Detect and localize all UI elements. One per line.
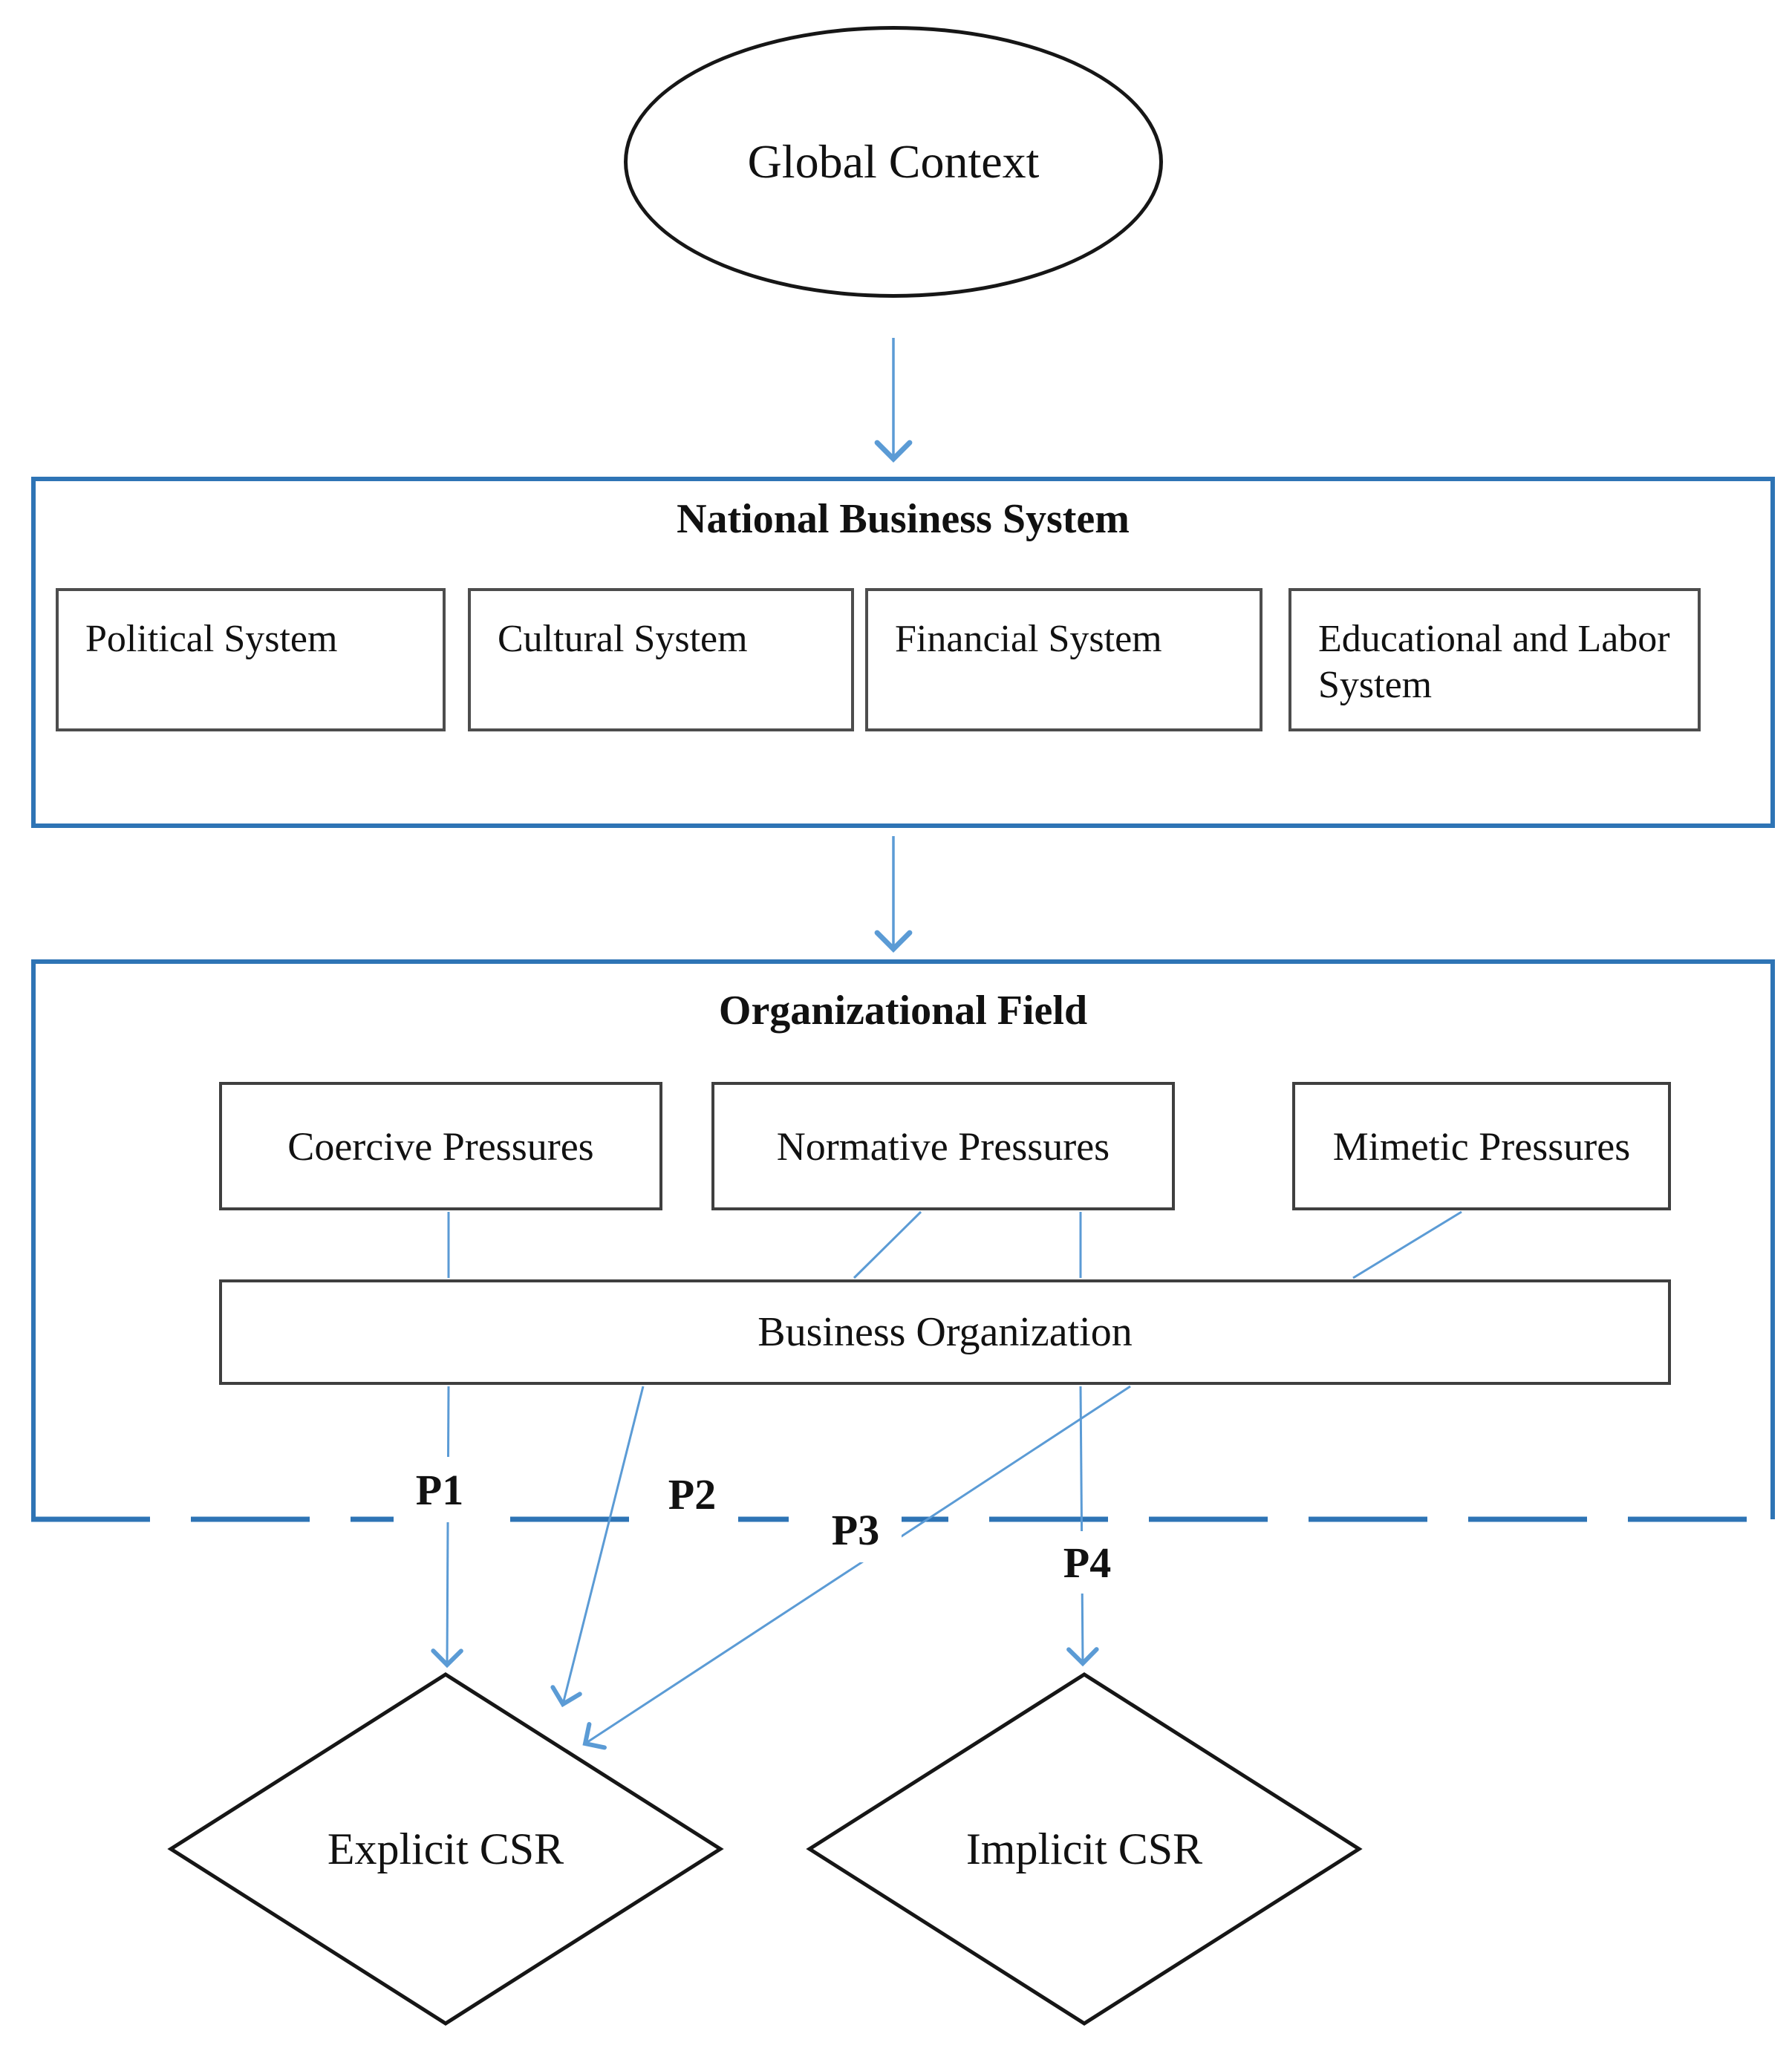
mimetic-pressures-box: Mimetic Pressures (1292, 1082, 1671, 1210)
connector-mimetic-to-business-org (1352, 1210, 1462, 1279)
arrow-p1-to-explicit-csr (431, 1386, 463, 1669)
global-context-node: Global Context (624, 26, 1163, 298)
global-context-label: Global Context (747, 135, 1040, 188)
political-system-box: Political System (56, 588, 446, 731)
explicit-csr-diamond-shape (167, 1672, 724, 2026)
proposition-p2-label: P2 (646, 1461, 738, 1527)
arrow-p4-to-implicit-csr (1066, 1386, 1099, 1667)
financial-system-box: Financial System (865, 588, 1262, 731)
organizational-field-title: Organizational Field (718, 988, 1088, 1034)
cultural-system-label: Cultural System (498, 618, 748, 660)
coercive-pressures-label: Coercive Pressures (287, 1123, 594, 1169)
explicit-csr-label: Explicit CSR (327, 1824, 564, 1873)
proposition-p3-label: P3 (809, 1497, 902, 1562)
implicit-csr-label: Implicit CSR (965, 1824, 1203, 1873)
national-business-system-container (31, 477, 1775, 828)
financial-system-label: Financial System (895, 618, 1162, 660)
mimetic-pressures-label: Mimetic Pressures (1332, 1123, 1631, 1169)
normative-pressures-label: Normative Pressures (776, 1123, 1110, 1169)
organizational-field-container (31, 959, 1775, 1519)
normative-pressures-box: Normative Pressures (711, 1082, 1175, 1210)
implicit-csr-diamond-shape (806, 1672, 1363, 2026)
business-organization-label: Business Organization (757, 1309, 1133, 1355)
educational-labor-system-label: Educational and Labor System (1318, 618, 1670, 706)
nbs-title: National Business System (677, 496, 1130, 542)
connector-normative-to-business-org-diagonal (853, 1210, 922, 1279)
political-system-label: Political System (85, 618, 338, 660)
arrow-p2-to-explicit-csr (550, 1386, 645, 1708)
proposition-p4-label: P4 (1041, 1531, 1133, 1594)
proposition-p1-label: P1 (394, 1457, 486, 1522)
educational-labor-system-box: Educational and Labor System (1288, 588, 1701, 731)
business-organization-box: Business Organization (219, 1279, 1671, 1385)
arrow-p3-to-explicit-csr (582, 1385, 1131, 1750)
cultural-system-box: Cultural System (468, 588, 854, 731)
coercive-pressures-box: Coercive Pressures (219, 1082, 662, 1210)
